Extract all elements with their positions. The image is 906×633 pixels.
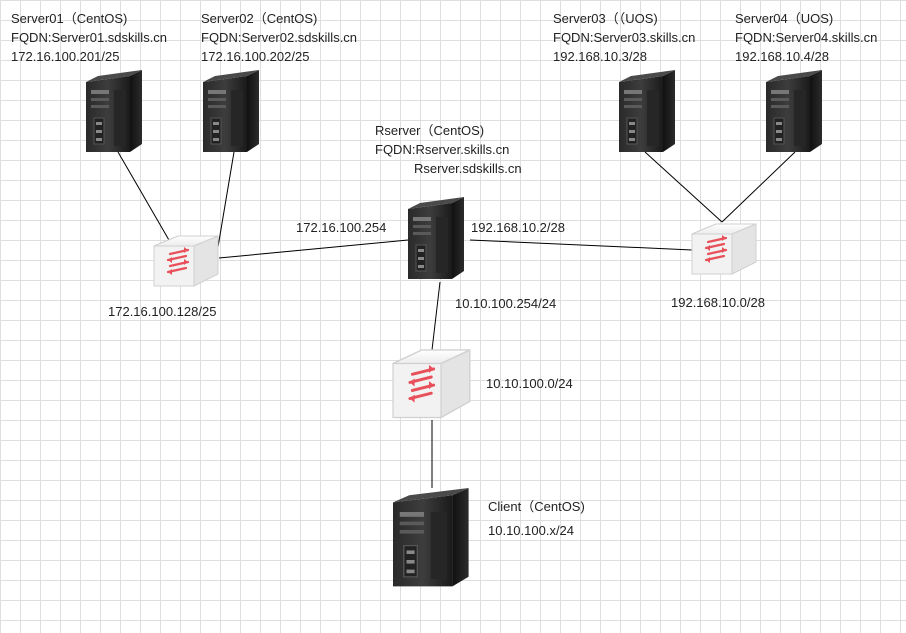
link-server02-switch-left xyxy=(216,151,235,254)
links xyxy=(117,151,796,488)
server03-fqdn: FQDN:Server03.skills.cn xyxy=(553,30,696,45)
server02-label: Server02（CentOS) FQDN:Server02.sdskills.… xyxy=(201,9,357,66)
switch-left-icon xyxy=(152,234,220,288)
server02-ip: 172.16.100.202/25 xyxy=(201,49,310,64)
server03-icon xyxy=(618,69,676,153)
server01-fqdn: FQDN:Server01.sdskills.cn xyxy=(11,30,168,45)
rserver-right-interface: 192.168.10.2/28 xyxy=(471,220,565,235)
rserver-name: Rserver（CentOS) xyxy=(375,123,485,138)
server01-ip: 172.16.100.201/25 xyxy=(11,49,120,64)
rserver-left-interface: 172.16.100.254 xyxy=(296,220,387,235)
network-right-label: 192.168.10.0/28 xyxy=(671,295,765,310)
switch-right-icon xyxy=(690,222,758,276)
server01-label: Server01（CentOS) FQDN:Server01.sdskills.… xyxy=(11,9,167,66)
server03-name: Server03（（UOS) xyxy=(553,11,658,26)
client-name: Client（CentOS) xyxy=(488,499,585,514)
server04-fqdn: FQDN:Server04.skills.cn xyxy=(735,30,878,45)
server04-label: Server04（UOS) FQDN:Server04.skills.cn 19… xyxy=(735,9,877,66)
rserver-bottom-interface: 10.10.100.254/24 xyxy=(455,296,557,311)
server02-icon xyxy=(202,69,260,153)
link-switch-left-rserver xyxy=(218,239,409,259)
link-server01-switch-left xyxy=(117,151,174,248)
link-server03-switch-right xyxy=(644,151,723,223)
network-bottom-label: 10.10.100.0/24 xyxy=(486,376,573,391)
link-server04-switch-right xyxy=(721,151,796,223)
server01-icon xyxy=(85,69,143,153)
server03-ip: 192.168.10.3/28 xyxy=(553,49,647,64)
server02-fqdn: FQDN:Server02.sdskills.cn xyxy=(201,30,358,45)
rserver-icon xyxy=(407,196,465,280)
server02-name: Server02（CentOS) xyxy=(201,11,318,26)
client-icon xyxy=(392,487,470,588)
rserver-label: Rserver（CentOS) FQDN:Rserver.skills.cn R… xyxy=(375,121,522,178)
client-label: Client（CentOS) 10.10.100.x/24 xyxy=(488,495,585,543)
network-left-label: 172.16.100.128/25 xyxy=(108,304,217,319)
client-ip: 10.10.100.x/24 xyxy=(488,523,575,538)
server04-name: Server04（UOS) xyxy=(735,11,834,26)
server04-icon xyxy=(765,69,823,153)
rserver-fqdn: FQDN:Rserver.skills.cn xyxy=(375,142,510,157)
rserver-fqdn2: Rserver.sdskills.cn xyxy=(414,161,522,176)
server03-label: Server03（（UOS) FQDN:Server03.skills.cn 1… xyxy=(553,9,695,66)
switch-bottom-icon xyxy=(391,348,472,419)
server01-name: Server01（CentOS) xyxy=(11,11,128,26)
server04-ip: 192.168.10.4/28 xyxy=(735,49,829,64)
link-rserver-switch-right xyxy=(469,239,693,251)
link-rserver-switch-bottom xyxy=(431,281,441,351)
